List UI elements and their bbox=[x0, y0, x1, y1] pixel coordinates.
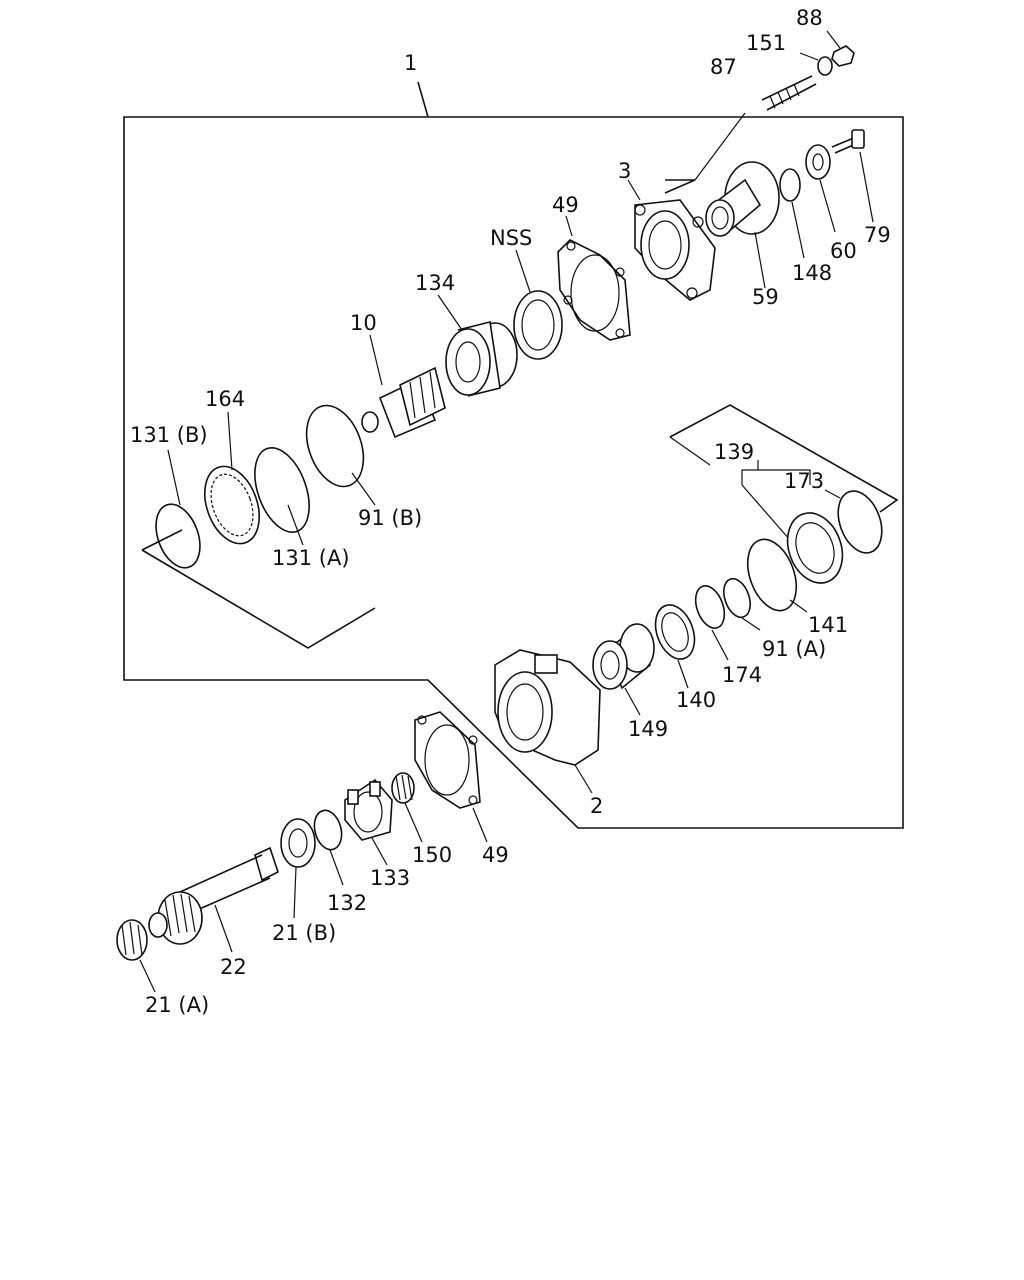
label-nss: NSS bbox=[490, 226, 532, 250]
ring-148 bbox=[779, 168, 801, 202]
label-2: 2 bbox=[590, 794, 603, 818]
label-60: 60 bbox=[830, 239, 857, 263]
label-87: 87 bbox=[710, 55, 737, 79]
label-91a: 91 (A) bbox=[762, 637, 826, 661]
left-group-bracket bbox=[141, 549, 376, 649]
label-88: 88 bbox=[796, 6, 823, 30]
assembly-boundary-1 bbox=[123, 116, 904, 829]
label-164: 164 bbox=[205, 387, 245, 411]
label-22: 22 bbox=[220, 955, 247, 979]
label-174: 174 bbox=[722, 663, 762, 687]
ring-131a bbox=[254, 447, 310, 533]
spring-164 bbox=[204, 465, 260, 545]
housing-2 bbox=[494, 649, 601, 766]
label-49-upper: 49 bbox=[552, 193, 579, 217]
ring-174 bbox=[694, 585, 726, 629]
label-139: 139 bbox=[714, 440, 754, 464]
label-131a: 131 (A) bbox=[272, 546, 350, 570]
ring-91b bbox=[305, 404, 365, 488]
ring-91a bbox=[723, 577, 751, 619]
label-21b: 21 (B) bbox=[272, 921, 336, 945]
needle-bearing-150 bbox=[391, 772, 415, 804]
gear-shaft-22 bbox=[148, 846, 279, 945]
housing-3 bbox=[634, 199, 716, 301]
label-132: 132 bbox=[327, 891, 367, 915]
seal-140 bbox=[654, 604, 696, 660]
label-148: 148 bbox=[792, 261, 832, 285]
label-3: 3 bbox=[618, 159, 631, 183]
ring-141 bbox=[746, 538, 798, 612]
label-173: 173 bbox=[784, 469, 824, 493]
stud-87 bbox=[761, 75, 817, 111]
label-21a: 21 (A) bbox=[145, 993, 209, 1017]
gasket-49-lower bbox=[414, 711, 481, 809]
label-140: 140 bbox=[676, 688, 716, 712]
label-59: 59 bbox=[752, 285, 779, 309]
nut-88 bbox=[831, 45, 855, 67]
label-10: 10 bbox=[350, 311, 377, 335]
label-91b: 91 (B) bbox=[358, 506, 422, 530]
ring-132 bbox=[313, 809, 343, 851]
right-group-bracket bbox=[669, 404, 899, 513]
label-151: 151 bbox=[746, 31, 786, 55]
label-149: 149 bbox=[628, 717, 668, 741]
bearing-21b bbox=[280, 818, 316, 868]
washer-60 bbox=[805, 144, 831, 180]
bearing-21a bbox=[116, 919, 148, 961]
washer-151 bbox=[817, 56, 833, 76]
coupling-133 bbox=[344, 778, 393, 841]
label-141: 141 bbox=[808, 613, 848, 637]
upper-group-bracket bbox=[664, 179, 696, 194]
bearing-134 bbox=[445, 321, 518, 397]
ring-131b bbox=[155, 503, 201, 569]
ring-173 bbox=[837, 490, 883, 554]
label-49-lower: 49 bbox=[482, 843, 509, 867]
label-79: 79 bbox=[864, 223, 891, 247]
shaft-10 bbox=[361, 366, 446, 439]
seal-139 bbox=[786, 512, 844, 584]
gasket-49-upper bbox=[557, 239, 631, 341]
bolt-79 bbox=[831, 129, 865, 154]
oil-seal-nss bbox=[513, 290, 563, 360]
label-134: 134 bbox=[415, 271, 455, 295]
flange-59 bbox=[705, 161, 780, 237]
label-131b: 131 (B) bbox=[130, 423, 208, 447]
label-1: 1 bbox=[404, 51, 417, 75]
label-133: 133 bbox=[370, 866, 410, 890]
bearing-149 bbox=[592, 623, 655, 690]
label-150: 150 bbox=[412, 843, 452, 867]
